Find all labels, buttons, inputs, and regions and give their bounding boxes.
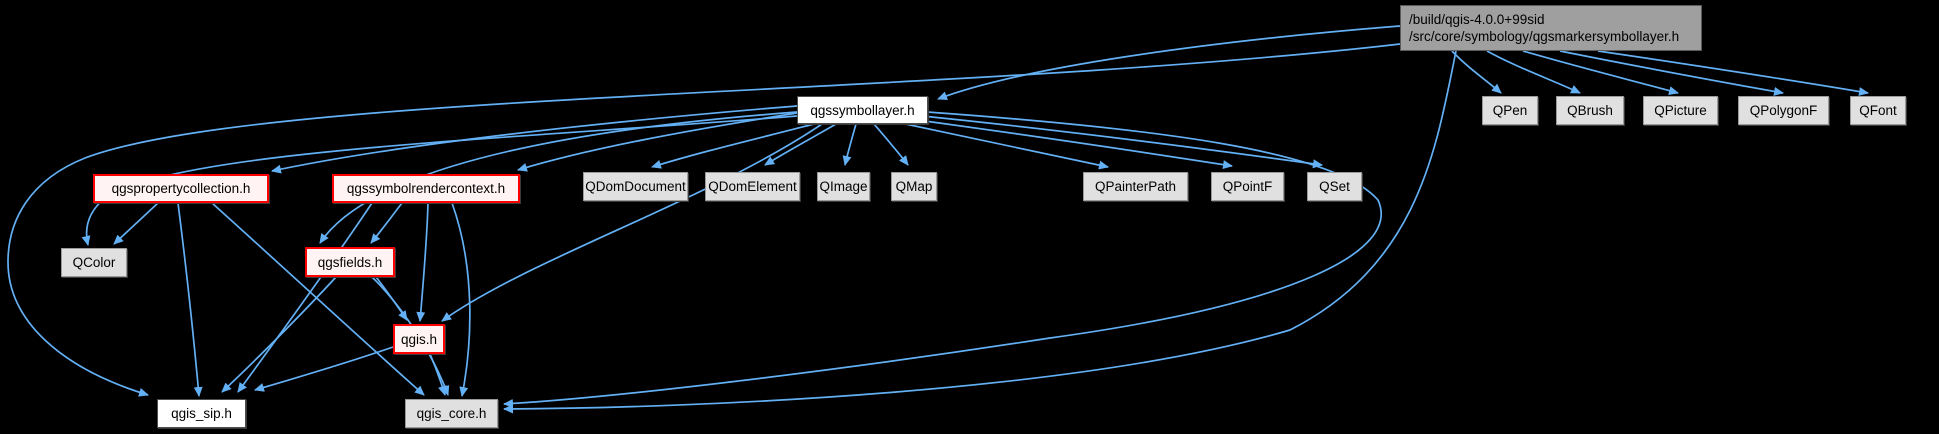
node-qimage: QImage: [817, 172, 870, 201]
node-qgssymbollayer-h[interactable]: qgssymbollayer.h: [797, 96, 928, 124]
node-qpicture: QPicture: [1643, 96, 1718, 125]
node-qgspropertycollection-h[interactable]: qgspropertycollection.h: [93, 174, 269, 203]
node-qset: QSet: [1307, 172, 1362, 201]
node-qgis-core-h[interactable]: qgis_core.h: [405, 399, 498, 428]
node-qpen: QPen: [1482, 96, 1538, 125]
node-qmap: QMap: [891, 172, 937, 201]
node-qcolor: QColor: [61, 248, 127, 277]
node-qgsfields-h[interactable]: qgsfields.h: [305, 247, 395, 277]
node-qdomelement: QDomElement: [705, 172, 800, 201]
main-node-line1: /build/qgis-4.0.0+99sid: [1409, 12, 1545, 27]
node-qpainterpath: QPainterPath: [1083, 172, 1188, 201]
node-qpolygonf: QPolygonF: [1738, 96, 1829, 125]
node-qgssymbolrendercontext-h[interactable]: qgssymbolrendercontext.h: [332, 174, 520, 203]
node-qgis-sip-h[interactable]: qgis_sip.h: [157, 399, 246, 428]
node-qgis-h[interactable]: qgis.h: [393, 324, 445, 354]
node-qbrush: QBrush: [1556, 96, 1624, 125]
node-qfont: QFont: [1850, 96, 1906, 125]
node-qpointf: QPointF: [1211, 172, 1284, 201]
node-qdomdocument: QDomDocument: [583, 172, 688, 201]
main-node-line2: /src/core/symbology/qgsmarkersymbollayer…: [1409, 29, 1680, 44]
node-qgsmarkersymbollayer-h: /build/qgis-4.0.0+99sid /src/core/symbol…: [1400, 5, 1702, 51]
